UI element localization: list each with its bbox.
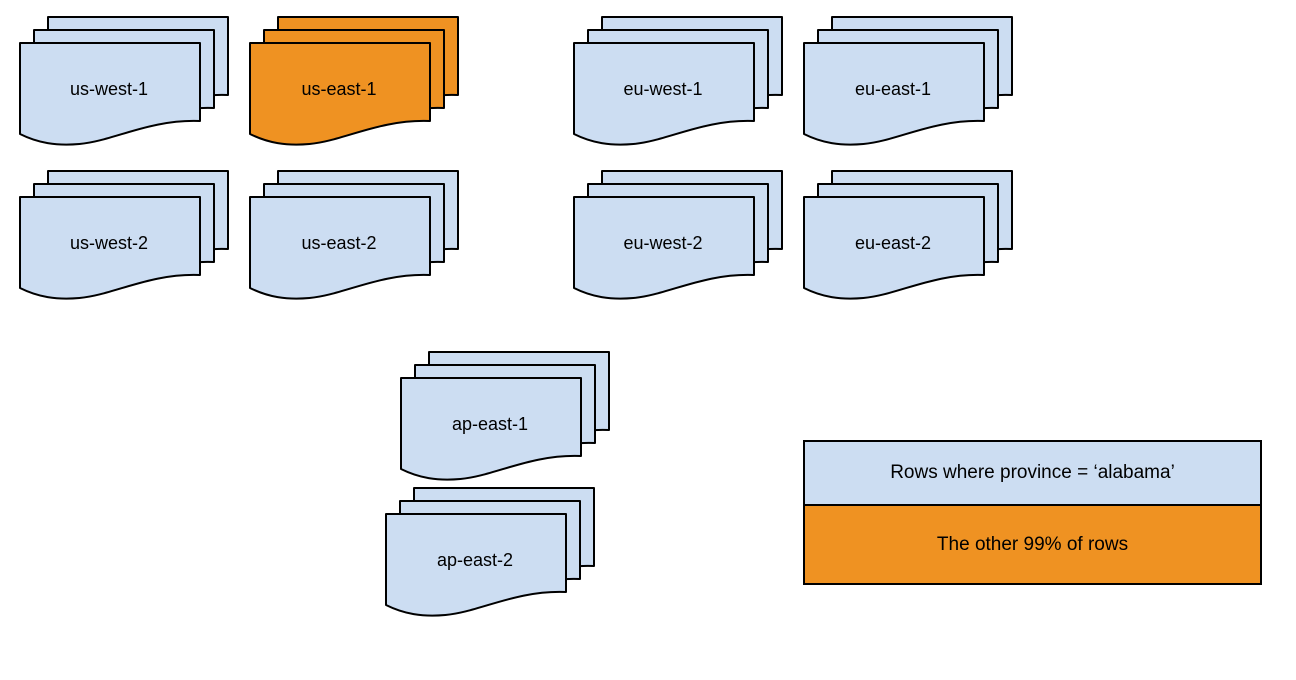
document-sheet (573, 42, 755, 146)
document-sheet (249, 196, 431, 300)
document-stack-shape-us-east-1 (249, 16, 459, 146)
document-stack-shape-eu-west-2 (573, 170, 783, 300)
document-sheet (803, 42, 985, 146)
legend-item-label: Rows where province = ‘alabama’ (890, 462, 1175, 484)
legend: Rows where province = ‘alabama’ The other… (803, 440, 1262, 585)
document-stack-shape-ap-east-1 (400, 351, 610, 481)
document-stack-eu-east-1[interactable]: eu-east-1 (803, 16, 1013, 146)
document-stack-ap-east-2[interactable]: ap-east-2 (385, 487, 595, 617)
legend-item-legend-blue: Rows where province = ‘alabama’ (805, 442, 1260, 507)
document-sheet (385, 513, 567, 617)
document-sheet (19, 196, 201, 300)
document-stack-us-west-1[interactable]: us-west-1 (19, 16, 229, 146)
legend-item-label: The other 99% of rows (936, 533, 1129, 555)
document-stack-shape-us-west-1 (19, 16, 229, 146)
document-stack-eu-east-2[interactable]: eu-east-2 (803, 170, 1013, 300)
document-stack-shape-ap-east-2 (385, 487, 595, 617)
document-sheet (573, 196, 755, 300)
document-sheet (19, 42, 201, 146)
document-stack-us-east-1[interactable]: us-east-1 (249, 16, 459, 146)
document-sheet (400, 377, 582, 481)
document-sheet (249, 42, 431, 146)
document-stack-shape-us-east-2 (249, 170, 459, 300)
legend-item-legend-orange: The other 99% of rows (805, 506, 1260, 583)
document-stack-shape-eu-west-1 (573, 16, 783, 146)
document-stack-ap-east-1[interactable]: ap-east-1 (400, 351, 610, 481)
document-stack-shape-eu-east-2 (803, 170, 1013, 300)
document-stack-shape-us-west-2 (19, 170, 229, 300)
document-stack-eu-west-1[interactable]: eu-west-1 (573, 16, 783, 146)
document-sheet (803, 196, 985, 300)
document-stack-shape-eu-east-1 (803, 16, 1013, 146)
document-stack-us-east-2[interactable]: us-east-2 (249, 170, 459, 300)
document-stack-us-west-2[interactable]: us-west-2 (19, 170, 229, 300)
document-stack-eu-west-2[interactable]: eu-west-2 (573, 170, 783, 300)
